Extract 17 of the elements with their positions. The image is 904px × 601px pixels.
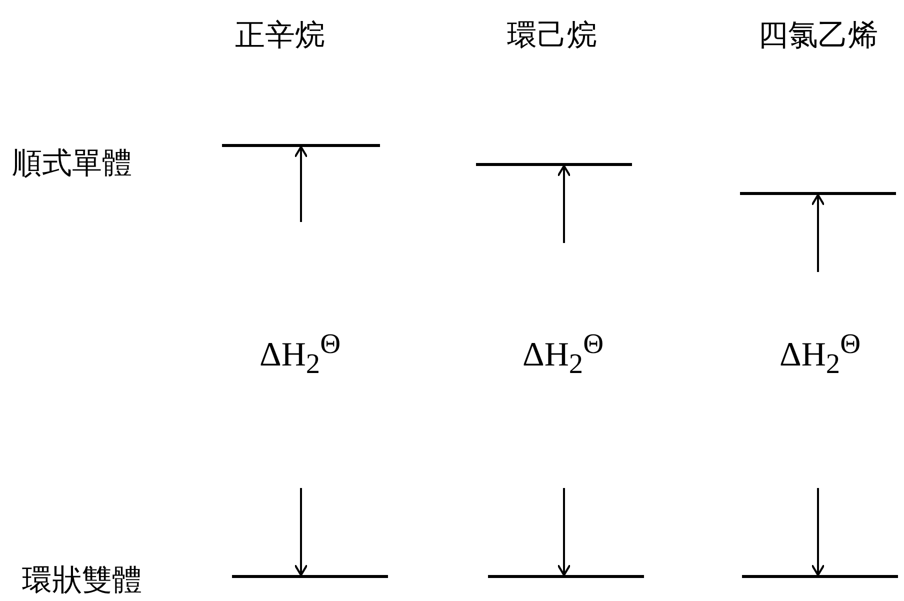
arrow bbox=[811, 488, 825, 576]
energy-level-line bbox=[222, 144, 380, 147]
energy-level-line bbox=[476, 163, 632, 166]
row-label: 順式單體 bbox=[12, 144, 132, 182]
energy-level-line bbox=[740, 192, 896, 195]
column-header: 四氯乙烯 bbox=[758, 16, 878, 54]
arrow bbox=[811, 194, 825, 272]
column-header: 正辛烷 bbox=[235, 16, 325, 54]
arrow bbox=[294, 488, 308, 576]
energy-level-line bbox=[742, 575, 898, 578]
arrow bbox=[557, 488, 571, 576]
energy-level-line bbox=[232, 575, 388, 578]
energy-level-line bbox=[488, 575, 644, 578]
row-label: 環狀雙體 bbox=[22, 562, 142, 600]
arrow bbox=[557, 165, 571, 243]
arrow bbox=[294, 146, 308, 222]
column-header: 環己烷 bbox=[507, 16, 597, 54]
